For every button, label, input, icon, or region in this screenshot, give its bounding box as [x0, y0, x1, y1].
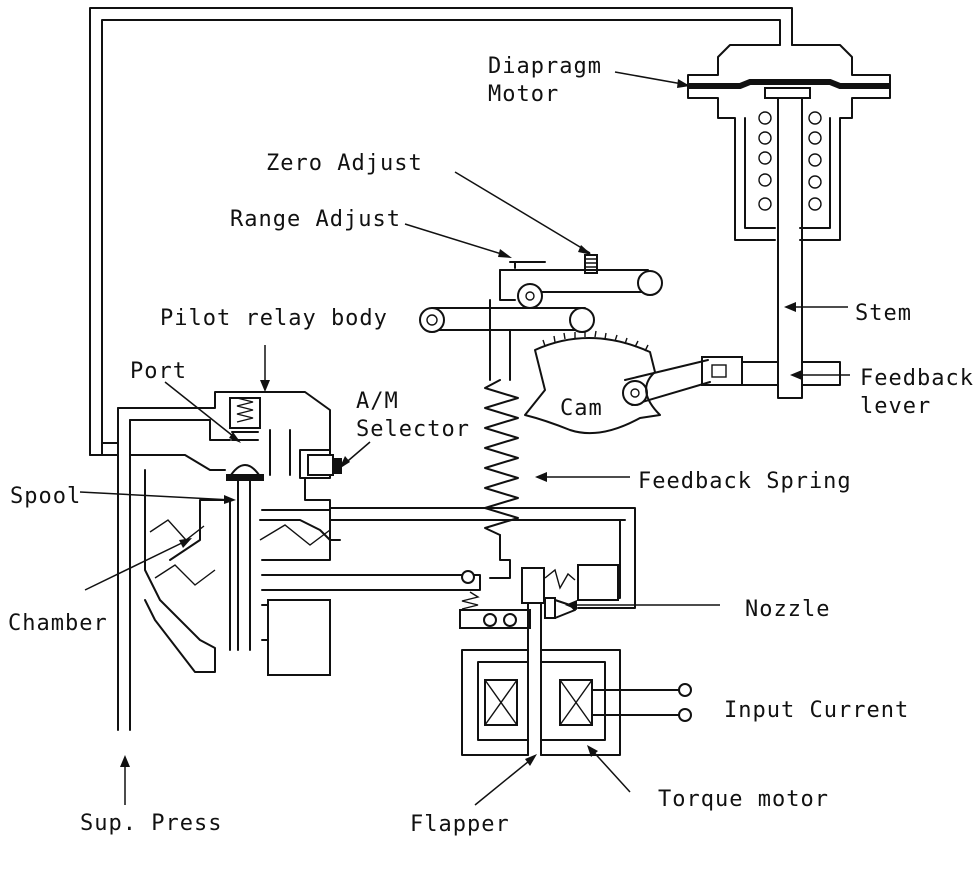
- label-feedback-lever-1: Feedback: [860, 366, 974, 391]
- leader-lines: [79, 71, 850, 806]
- diaphragm-motor: [687, 44, 891, 241]
- label-feedback-lever-2: lever: [860, 394, 931, 419]
- label-zero-adjust: Zero Adjust: [266, 151, 423, 176]
- input-terminal-2: [678, 708, 692, 722]
- label-diaphragm-motor-1: Diapragm: [488, 54, 602, 79]
- label-feedback-spring: Feedback Spring: [638, 469, 852, 494]
- diaphragm-spring: [758, 111, 822, 211]
- cam-scale-ticks: [542, 330, 649, 352]
- label-spool: Spool: [10, 484, 81, 509]
- cam: [524, 330, 661, 435]
- supply-pipe-loop: [89, 7, 793, 456]
- label-range-adjust: Range Adjust: [230, 207, 401, 232]
- label-cam: Cam: [560, 396, 603, 421]
- label-port: Port: [130, 359, 187, 384]
- label-nozzle: Nozzle: [745, 597, 830, 622]
- stem: [777, 97, 803, 399]
- adjust-linkage: [419, 254, 663, 381]
- pilot-relay-body: [117, 391, 636, 731]
- feedback-spring: [484, 379, 519, 579]
- label-am-selector-2: Selector: [356, 417, 470, 442]
- label-pilot-relay-body: Pilot relay body: [160, 306, 388, 331]
- torque-motor: [461, 649, 692, 756]
- label-sup-press: Sup. Press: [80, 811, 222, 836]
- label-chamber: Chamber: [8, 611, 108, 636]
- label-am-selector-1: A/M: [356, 389, 399, 414]
- label-torque-motor: Torque motor: [658, 787, 829, 812]
- label-diaphragm-motor-2: Motor: [488, 82, 559, 107]
- feedback-lever: [622, 356, 841, 406]
- label-input-current: Input Current: [724, 698, 909, 723]
- labels: Diapragm Motor Zero Adjust Range Adjust …: [8, 54, 974, 837]
- input-terminal-1: [678, 683, 692, 697]
- label-flapper: Flapper: [410, 812, 510, 837]
- flapper-nozzle-assembly: [459, 564, 619, 756]
- label-stem: Stem: [855, 301, 912, 326]
